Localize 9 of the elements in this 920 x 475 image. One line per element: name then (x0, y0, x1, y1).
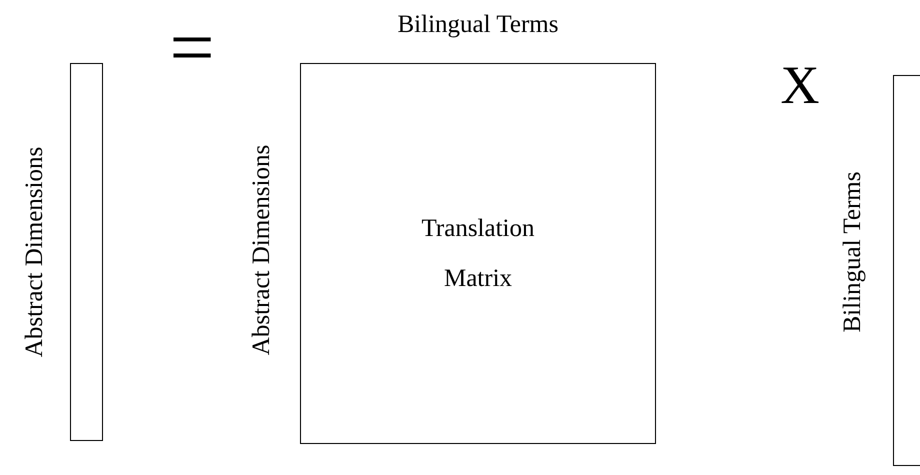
axis-label: Abstract Dimensions (21, 146, 49, 358)
vector-bar (70, 63, 103, 441)
axis-label: Abstract Dimensions (248, 144, 276, 356)
axis-label: Bilingual Terms (398, 11, 558, 39)
matrix-box (300, 63, 656, 444)
multiplication-sign: X (780, 58, 820, 112)
axis-label: Bilingual Terms (839, 172, 867, 332)
matrix-label: Translation Matrix (420, 214, 536, 294)
equals-sign: = (169, 8, 215, 88)
